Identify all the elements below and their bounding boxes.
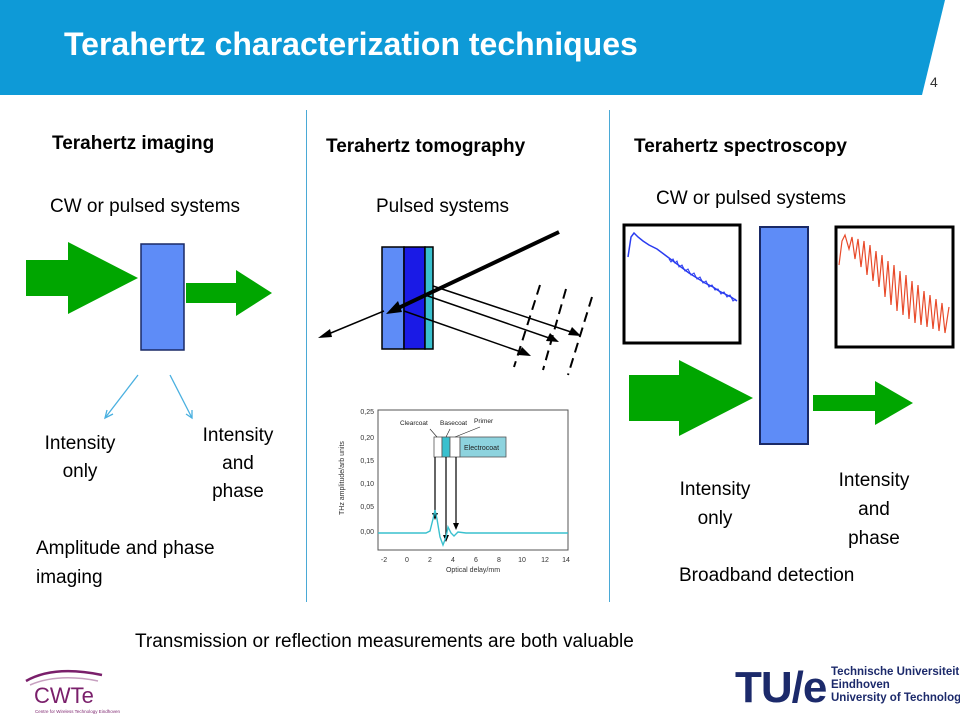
svg-text:4: 4 xyxy=(451,557,455,564)
svg-text:12: 12 xyxy=(541,557,549,564)
svg-text:2: 2 xyxy=(428,557,432,564)
svg-text:Primer: Primer xyxy=(474,418,494,425)
imaging-heading: Terahertz imaging xyxy=(52,133,215,154)
svg-text:0,10: 0,10 xyxy=(360,481,374,488)
tue-text: Technische Universiteit Eindhoven Univer… xyxy=(831,666,960,704)
transmitted-arrow xyxy=(186,270,272,316)
incident-arrow xyxy=(629,360,753,436)
svg-text:Clearcoat: Clearcoat xyxy=(400,420,428,427)
svg-text:THz amplitude/arb units: THz amplitude/arb units xyxy=(339,441,346,515)
svg-text:CWTe: CWTe xyxy=(34,683,94,708)
imaging-diagram xyxy=(26,242,272,420)
imaging-left-label: Intensity only xyxy=(44,433,116,482)
svg-text:Optical delay/mm: Optical delay/mm xyxy=(446,567,500,574)
tomography-diagram xyxy=(318,230,593,376)
column-divider-right xyxy=(609,110,610,602)
svg-text:0: 0 xyxy=(405,557,409,564)
svg-text:6: 6 xyxy=(474,557,478,564)
incident-arrow xyxy=(26,242,138,314)
tomo-layer-outer xyxy=(381,246,405,350)
slide-title: Terahertz characterization techniques xyxy=(64,26,638,62)
column-divider-left xyxy=(306,110,307,602)
svg-text:0,20: 0,20 xyxy=(360,435,374,442)
svg-text:-2: -2 xyxy=(381,557,387,564)
spectroscopy-systems: CW or pulsed systems xyxy=(656,188,847,209)
tomography-systems: Pulsed systems xyxy=(376,196,510,217)
svg-text:Basecoat: Basecoat xyxy=(440,420,467,427)
spectroscopy-right-label: Intensity and phase xyxy=(838,470,910,549)
tomography-inset-chart: THz amplitude/arb units 0,25 0,20 0,15 0… xyxy=(339,409,570,574)
footer-statement: Transmission or reflection measurements … xyxy=(135,631,634,652)
svg-text:0,05: 0,05 xyxy=(360,504,374,511)
cwte-logo: CWTe Centre for Wireless Technology Eind… xyxy=(25,669,120,714)
svg-text:10: 10 xyxy=(518,557,526,564)
tue-logo: TU/e Technische Universiteit Eindhoven U… xyxy=(735,660,960,720)
transmitted-arrow xyxy=(813,381,913,425)
spectroscopy-bottom: Broadband detection xyxy=(679,565,855,586)
transmitted-spectrum-curve xyxy=(838,233,950,334)
tomography-heading: Terahertz tomography xyxy=(326,136,526,157)
spectroscopy-sample xyxy=(759,226,809,445)
spectroscopy-diagram xyxy=(622,223,955,445)
svg-text:0,25: 0,25 xyxy=(360,409,374,416)
svg-text:8: 8 xyxy=(497,557,501,564)
svg-text:14: 14 xyxy=(562,557,570,564)
incident-spectrum-plot xyxy=(622,223,742,345)
imaging-right-label: Intensity and phase xyxy=(202,425,274,502)
page-number: 4 xyxy=(930,74,938,90)
imaging-bottom: Amplitude and phase imaging xyxy=(36,538,215,588)
tue-mark: TU/e xyxy=(735,663,827,712)
svg-text:0,00: 0,00 xyxy=(360,529,374,536)
svg-text:Centre for Wireless Technology: Centre for Wireless Technology Eindhoven xyxy=(35,709,120,714)
spectroscopy-left-label: Intensity only xyxy=(679,479,751,529)
imaging-sample xyxy=(140,243,185,351)
spectroscopy-heading: Terahertz spectroscopy xyxy=(634,136,847,157)
title-bar xyxy=(0,0,945,95)
svg-text:0,15: 0,15 xyxy=(360,458,374,465)
imaging-systems: CW or pulsed systems xyxy=(50,196,241,217)
svg-text:Electrocoat: Electrocoat xyxy=(464,445,499,452)
